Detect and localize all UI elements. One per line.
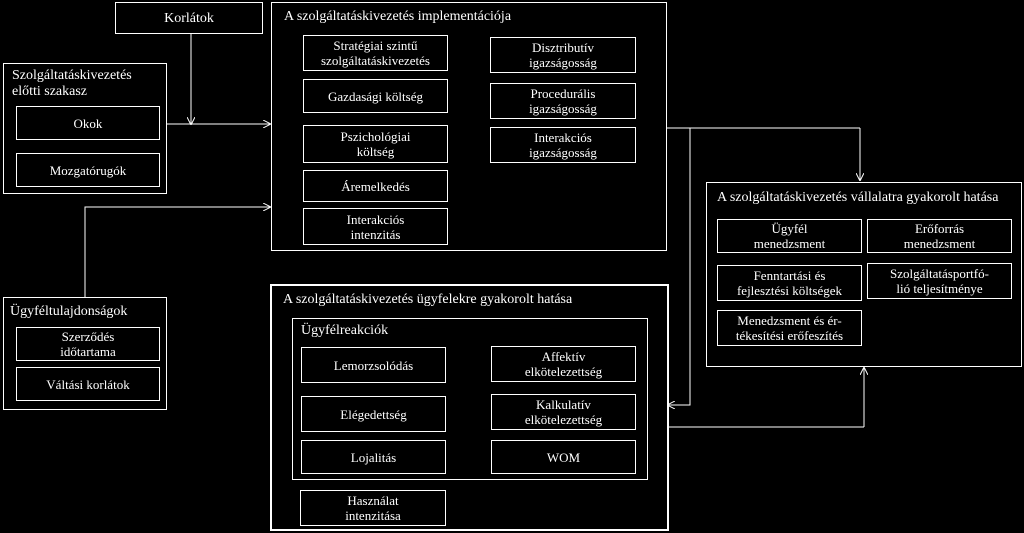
maintenance-costs-box: Fenntartási és fejlesztési költségek — [717, 265, 862, 301]
customer-reactions-box: Ügyfélreakciók Lemorzsolódás Affektív el… — [292, 318, 648, 480]
price-increase-box: Áremelkedés — [303, 170, 448, 202]
interaction-intensity-box: Interakciós intenzitás — [303, 208, 448, 245]
pre-stage-title: Szolgáltatáskivezetés előtti szakasz — [12, 68, 132, 99]
switching-barriers-box: Váltási korlátok — [16, 367, 160, 401]
customer-properties-title: Ügyféltulajdonságok — [10, 304, 128, 319]
satisfaction-box: Elégedettség — [301, 396, 446, 432]
loyalty-box: Lojalitás — [301, 440, 446, 474]
procedural-justice-box: Procedurális igazságosság — [490, 83, 636, 119]
constraints-box: Korlátok — [115, 2, 263, 34]
company-impact-box: A szolgáltatáskivezetés vállalatra gyako… — [706, 182, 1022, 367]
resource-management-box: Erőforrás menedzsment — [867, 219, 1012, 253]
arrow-customerprops-to-implementation — [84, 207, 270, 297]
customer-management-box: Ügyfél menedzsment — [717, 219, 862, 253]
usage-intensity-box: Használat intenzitása — [300, 490, 446, 526]
causes-box: Okok — [16, 106, 160, 140]
sales-effort-box: Menedzsment és ér- tékesítési erőfeszíté… — [717, 310, 862, 346]
customer-properties-box: Ügyféltulajdonságok Szerződés időtartama… — [3, 297, 167, 410]
economic-cost-box: Gazdasági költség — [303, 79, 448, 113]
customer-impact-title: A szolgáltatáskivezetés ügyfelekre gyako… — [283, 292, 573, 307]
company-impact-title: A szolgáltatáskivezetés vállalatra gyako… — [717, 190, 999, 205]
interactional-justice-box: Interakciós igazságosság — [490, 127, 636, 163]
arrow-to-customer-impact — [668, 128, 691, 405]
portfolio-performance-box: Szolgáltatásportfó- lió teljesítménye — [867, 263, 1012, 299]
affective-commitment-box: Affektív elkötelezettség — [491, 346, 636, 382]
implementation-title: A szolgáltatáskivezetés implementációja — [284, 9, 512, 24]
distributive-justice-box: Disztributív igazságosság — [490, 37, 636, 73]
contract-duration-box: Szerződés időtartama — [16, 327, 160, 361]
drivers-box: Mozgatórugók — [16, 153, 160, 187]
wom-box: WOM — [491, 440, 636, 474]
implementation-box: A szolgáltatáskivezetés implementációja … — [271, 2, 667, 251]
psychological-cost-box: Pszichológiai költség — [303, 125, 448, 163]
customer-reactions-title: Ügyfélreakciók — [301, 323, 389, 338]
strategic-level-box: Stratégiai szintű szolgáltatáskivezetés — [303, 35, 448, 71]
customer-impact-box: A szolgáltatáskivezetés ügyfelekre gyako… — [270, 284, 669, 531]
calculative-commitment-box: Kalkulatív elkötelezettség — [491, 394, 636, 430]
pre-stage-box: Szolgáltatáskivezetés előtti szakasz Oko… — [3, 63, 167, 194]
churn-box: Lemorzsolódás — [301, 347, 446, 383]
